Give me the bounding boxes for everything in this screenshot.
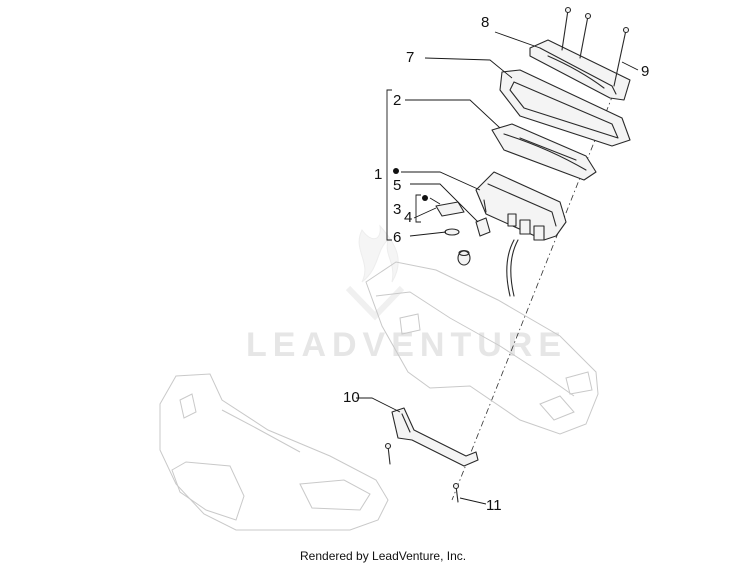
part-4-seal — [444, 228, 460, 236]
part-1-instrument-cluster — [475, 171, 567, 297]
handlebar-cover-upper — [365, 261, 599, 435]
watermark-brand: LEADVENTURE — [246, 326, 567, 364]
handlebar-cover-lower — [159, 373, 389, 531]
kit-marker-dot-1 — [393, 168, 399, 174]
footer-rendered-by: Rendered by LeadVenture, Inc. — [300, 549, 466, 563]
callout-11: 11 — [486, 497, 502, 514]
callout-8: 8 — [481, 14, 489, 31]
group-bracket-3 — [415, 194, 421, 223]
callout-10: 10 — [343, 389, 360, 406]
callout-2: 2 — [393, 92, 401, 109]
callout-7: 7 — [406, 49, 414, 66]
part-8-top-cover — [529, 39, 631, 101]
part-11-screws — [384, 442, 460, 503]
leader-lines — [356, 31, 639, 505]
kit-marker-dot-3 — [422, 195, 428, 201]
callout-1: 1 — [374, 166, 382, 183]
part-2-lens — [491, 123, 597, 181]
part-9-screws — [561, 6, 630, 87]
part-5-bulb — [475, 217, 491, 237]
part-4-rubber-block — [435, 201, 465, 217]
callout-9: 9 — [641, 63, 649, 80]
group-bracket-1 — [386, 89, 392, 241]
callout-6: 6 — [393, 229, 401, 246]
callout-4: 4 — [404, 209, 412, 226]
assembly-axis-line — [451, 81, 619, 501]
callouts: 8 7 9 2 1 5 3 4 6 10 11 — [343, 14, 649, 514]
watermark: LEADVENTURE — [246, 224, 567, 364]
part-6-bulb-socket — [457, 249, 471, 266]
callout-3: 3 — [393, 201, 401, 218]
part-7-bezel-frame — [499, 69, 631, 147]
part-10-bracket — [391, 407, 479, 467]
callout-5: 5 — [393, 177, 401, 194]
